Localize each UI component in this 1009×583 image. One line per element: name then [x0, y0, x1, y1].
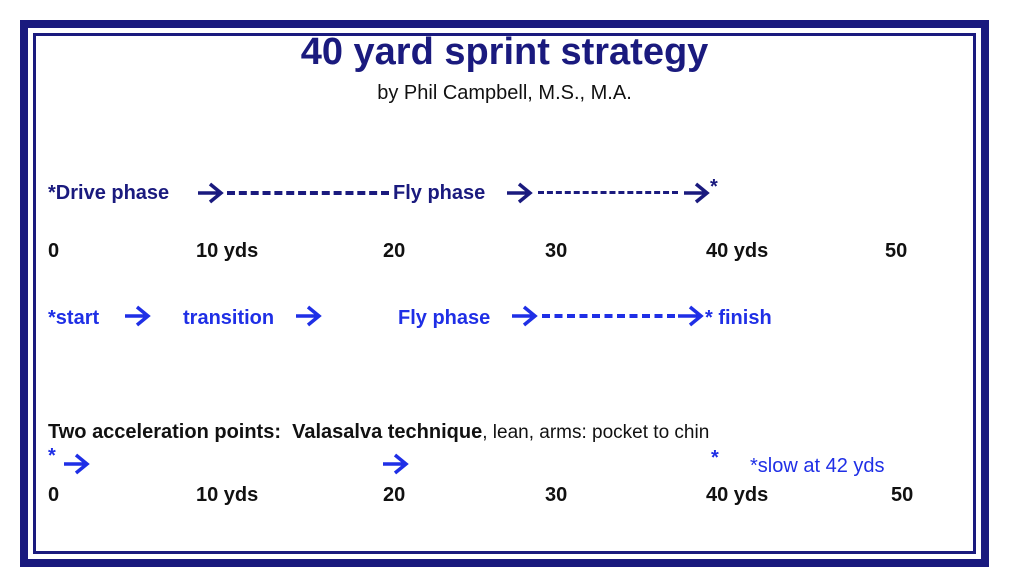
arrow-right-icon	[383, 453, 409, 475]
scale-tick-10: 10 yds	[196, 484, 259, 506]
scale-tick-10: 10 yds	[196, 240, 259, 262]
finish-marker-top: *	[710, 176, 718, 198]
fly-phase-label-top: Fly phase	[393, 182, 486, 204]
arrow-right-icon	[198, 182, 224, 204]
drive-dash-line	[227, 191, 389, 195]
scale-tick-30: 30	[545, 484, 568, 506]
scale-tick-30: 30	[545, 240, 568, 262]
outer-border	[20, 20, 989, 567]
arrow-right-icon	[125, 305, 151, 327]
scale-tick-20: 20	[383, 484, 406, 506]
drive-phase-label: *Drive phase	[48, 182, 170, 204]
fly-phase-label-bottom: Fly phase	[398, 307, 491, 329]
acceleration-label: Two acceleration points: Valasalva techn…	[48, 421, 709, 444]
technique-details: , lean, arms: pocket to chin	[482, 422, 710, 443]
arrow-right-icon	[64, 453, 90, 475]
inner-border	[33, 33, 976, 554]
author-subtitle: by Phil Campbell, M.S., M.A.	[377, 82, 632, 104]
slow-note: *slow at 42 yds	[750, 455, 885, 477]
scale-tick-0: 0	[48, 484, 60, 506]
arrow-right-icon	[507, 182, 533, 204]
acceleration-end-marker: *	[711, 447, 719, 469]
page-title: 40 yard sprint strategy	[300, 31, 709, 73]
acceleration-start-marker: *	[48, 445, 56, 467]
scale-tick-40: 40 yds	[706, 484, 769, 506]
technique-name: Valasalva technique	[292, 421, 483, 443]
scale-tick-20: 20	[383, 240, 406, 262]
arrow-right-icon	[684, 182, 710, 204]
fly-dash-line-bottom	[542, 314, 675, 318]
arrow-right-icon	[296, 305, 322, 327]
start-label: *start	[48, 307, 100, 329]
scale-tick-40: 40 yds	[706, 240, 769, 262]
arrow-right-icon	[512, 305, 538, 327]
finish-label: * finish	[705, 307, 772, 329]
scale-tick-50: 50	[885, 240, 908, 262]
fly-dash-line-top	[538, 191, 678, 194]
scale-tick-50: 50	[891, 484, 914, 506]
acceleration-title: Two acceleration points:	[48, 421, 281, 443]
transition-label: transition	[183, 307, 275, 329]
scale-tick-0: 0	[48, 240, 60, 262]
arrow-right-icon	[678, 305, 704, 327]
